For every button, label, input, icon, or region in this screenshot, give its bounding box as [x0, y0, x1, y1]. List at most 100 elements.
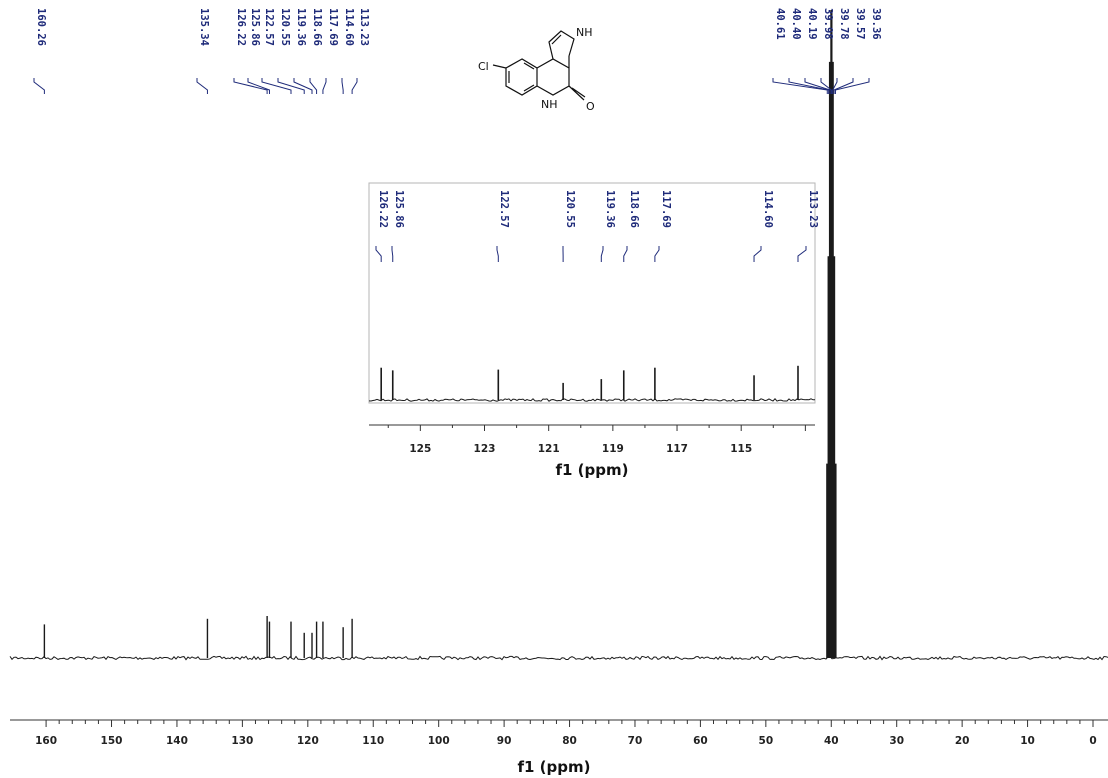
peak-label: 40.40 — [790, 8, 802, 40]
peak-label: 118.66 — [311, 8, 323, 46]
peak-label-leader — [322, 78, 327, 94]
x-tick-label: 120 — [297, 735, 319, 747]
peak-label-leader — [832, 78, 838, 94]
x-tick-label: 30 — [889, 735, 904, 747]
x-tick-label: 20 — [955, 735, 970, 747]
pyrrole-nh: NH — [576, 26, 593, 39]
peak-label-leader — [247, 78, 270, 94]
peak-label: 160.26 — [35, 8, 47, 46]
peak-label-leader — [293, 78, 313, 94]
x-tick-label: 80 — [562, 735, 577, 747]
inset-x-tick-label: 121 — [538, 443, 560, 455]
x-tick-label: 0 — [1089, 735, 1096, 747]
peak-label: 126.22 — [235, 8, 247, 46]
inset-peak-label-leader — [753, 246, 762, 262]
x-tick-label: 40 — [824, 735, 839, 747]
peak-label: 117.69 — [327, 8, 339, 46]
x-tick-label: 130 — [231, 735, 253, 747]
peak-label-leader — [351, 78, 358, 94]
peak-label-leader — [277, 78, 305, 94]
peak-label: 122.57 — [263, 8, 275, 46]
inset-peak-label: 125.86 — [393, 190, 405, 228]
inset-x-axis-label: f1 (ppm) — [555, 461, 628, 479]
peak-label-leader — [772, 78, 828, 94]
inset-x-tick-label: 123 — [474, 443, 496, 455]
peak-label-leader — [788, 78, 830, 94]
pyrrole-ring — [548, 30, 575, 60]
peak-label-leader — [196, 78, 208, 94]
peak-label: 39.98 — [822, 8, 834, 40]
x-tick-label: 140 — [166, 735, 188, 747]
peak-label-leader — [834, 78, 870, 94]
inset-frame — [368, 182, 816, 404]
peak-label: 39.57 — [854, 8, 866, 40]
peak-label: 40.61 — [774, 8, 786, 40]
peak-label-leader — [833, 78, 854, 94]
inset-peak-label: 119.36 — [604, 190, 616, 228]
inset-x-tick-label: 125 — [409, 443, 431, 455]
x-tick-label: 150 — [101, 735, 123, 747]
peak-label: 135.34 — [198, 8, 210, 46]
inset-spectrum-trace — [368, 365, 815, 402]
peak-label-leader — [309, 78, 318, 94]
inset-peak-label: 118.66 — [628, 190, 640, 228]
peak-label: 113.23 — [358, 8, 370, 46]
peak-label-leader — [261, 78, 292, 94]
inset-peak-label: 120.55 — [564, 190, 576, 228]
x-tick-label: 110 — [362, 735, 384, 747]
cl-atom: Cl — [478, 60, 489, 73]
inset-peak-label-leader — [391, 246, 394, 262]
carbonyl-o: O — [586, 100, 595, 113]
inset-peak-label: 122.57 — [498, 190, 510, 228]
carbonyl-bond — [568, 85, 586, 101]
peak-label-leader — [820, 78, 832, 94]
x-tick-label: 10 — [1020, 735, 1035, 747]
x-tick-label: 50 — [759, 735, 774, 747]
peak-label-leader — [233, 78, 268, 94]
peak-label-leader — [804, 78, 831, 94]
inset-x-tick-label: 119 — [602, 443, 624, 455]
peak-label: 119.36 — [295, 8, 307, 46]
peak-label-leader — [33, 78, 45, 94]
cl-bond — [492, 64, 507, 69]
baseline-noise — [9, 655, 1108, 661]
benzene-ring — [505, 58, 538, 96]
x-axis — [10, 719, 1108, 727]
inset-baseline-noise — [368, 398, 815, 402]
inset-peak-label: 114.60 — [762, 190, 774, 228]
inset-x-tick-label: 117 — [666, 443, 688, 455]
x-axis-label: f1 (ppm) — [517, 758, 590, 776]
inset-peak-label-leader — [496, 246, 499, 262]
peak-label: 114.60 — [343, 8, 355, 46]
x-tick-label: 100 — [428, 735, 450, 747]
peak-label: 39.36 — [870, 8, 882, 40]
peak-label: 125.86 — [249, 8, 261, 46]
peak-label-leader — [341, 78, 344, 94]
inset-peak-label-leader — [623, 246, 628, 262]
peak-label: 40.19 — [806, 8, 818, 40]
peak-label: 39.78 — [838, 8, 850, 40]
pyrrole-double-bonds — [551, 34, 570, 68]
lactam-ring — [536, 58, 570, 96]
inset-peak-label: 117.69 — [660, 190, 672, 228]
x-tick-label: 90 — [497, 735, 512, 747]
x-tick-label: 60 — [693, 735, 708, 747]
inset-x-axis — [369, 424, 815, 431]
inset-peak-label-leader — [654, 246, 660, 262]
inset-peak-label-leader — [375, 246, 382, 262]
inset-x-tick-labels: 125 123 121 119 117 115 — [409, 443, 752, 455]
x-tick-label: 160 — [35, 735, 57, 747]
inset-peak-label-leader — [600, 246, 604, 262]
inset-x-tick-label: 115 — [730, 443, 752, 455]
molecule-structure — [492, 30, 586, 101]
lactam-nh: NH — [541, 98, 558, 111]
inset-peak-label-leader — [797, 246, 807, 262]
x-tick-label: 70 — [628, 735, 643, 747]
peak-label: 120.55 — [279, 8, 291, 46]
inset-peak-label: 113.23 — [807, 190, 819, 228]
